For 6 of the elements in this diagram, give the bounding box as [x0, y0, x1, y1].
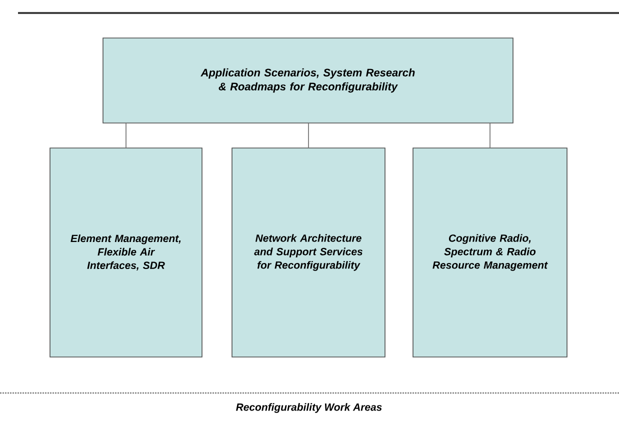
text-box: Cognitive Radio, Spectrum & Radio Resource Management [412, 148, 568, 358]
text-box: Network Architecture and Support Services for Reconfigurability [232, 148, 386, 358]
connector-line [308, 123, 309, 148]
text-box: Element Management, Flexible Air Interfaces, SDR [50, 148, 202, 358]
caption: Reconfigurability Work Areas [236, 403, 382, 413]
text-box: Application Scenarios, System Research & Roadmaps for Reconfigurability [102, 38, 514, 124]
